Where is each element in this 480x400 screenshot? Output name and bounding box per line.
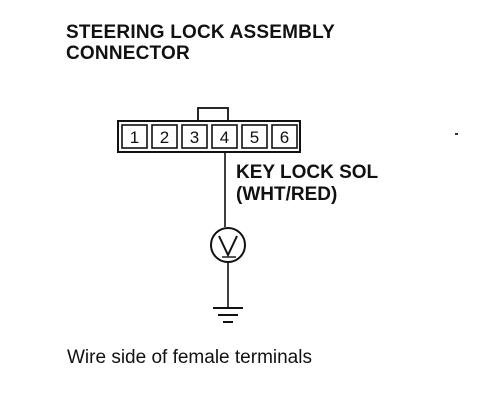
title-line-2: CONNECTOR (66, 43, 190, 64)
voltmeter-icon (210, 227, 246, 263)
pin-label-5: 5 (250, 128, 259, 147)
connector-body (117, 120, 301, 153)
caption: Wire side of female terminals (67, 347, 312, 368)
wire-name-label: KEY LOCK SOL (236, 162, 379, 183)
pin-cell-6 (271, 124, 298, 149)
pin-cell-2 (151, 124, 178, 149)
connector: 1 2 3 4 5 6 (117, 120, 301, 153)
title-line-1: STEERING LOCK ASSEMBLY (66, 22, 336, 43)
pin-cell-1 (121, 124, 148, 149)
connector-latch (197, 107, 229, 123)
ground-icon (213, 307, 243, 323)
pin-label-2: 2 (160, 128, 169, 147)
pin-label-4: 4 (220, 128, 229, 147)
pin-label-3: 3 (190, 128, 199, 147)
pin-cell-4 (211, 124, 238, 149)
diagram-title: STEERING LOCK ASSEMBLY CONNECTOR (66, 22, 335, 64)
voltmeter-v-glyph (218, 235, 238, 258)
pin-cell-5 (241, 124, 268, 149)
pin-label-6: 6 (280, 128, 289, 147)
stray-mark (455, 133, 458, 135)
pin-label-1: 1 (130, 128, 139, 147)
pin-cell-3 (181, 124, 208, 149)
wire-color-label: (WHT/RED) (236, 184, 337, 205)
